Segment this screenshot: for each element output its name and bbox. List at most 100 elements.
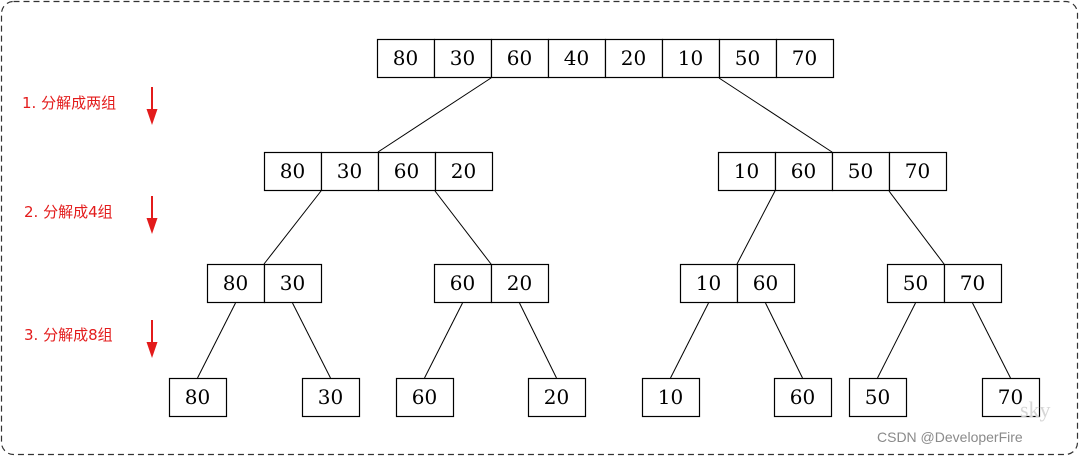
tree-edge — [519, 302, 557, 379]
step-3-label: 3. 分解成8组 — [24, 326, 113, 344]
step-2: 2. 分解成4组 — [24, 196, 158, 234]
cell-value: 30 — [337, 159, 362, 183]
tree-edge — [877, 302, 916, 379]
array-cell — [661, 38, 721, 79]
tree-edge — [670, 302, 709, 379]
array-cell — [433, 38, 493, 79]
cell-value: 20 — [507, 271, 532, 295]
cell-value: 30 — [280, 271, 305, 295]
cell-value: 60 — [753, 271, 778, 295]
cell-value: 50 — [865, 385, 890, 409]
array-cell — [775, 38, 835, 79]
cell-value: 80 — [185, 385, 210, 409]
array-cell — [168, 377, 228, 418]
cell-value: 70 — [792, 46, 817, 70]
array-group: 80 30 — [206, 263, 323, 304]
tree-edge — [736, 190, 776, 265]
step-1: 1. 分解成两组 — [22, 87, 158, 125]
array-group: 60 — [773, 377, 833, 418]
cell-value: 80 — [280, 159, 305, 183]
cell-value: 10 — [734, 159, 759, 183]
cell-value: 60 — [412, 385, 437, 409]
step-legend: 1. 分解成两组 2. 分解成4组 3. 分解成8组 — [22, 87, 158, 358]
step-2-label: 2. 分解成4组 — [24, 203, 113, 221]
tree-edge — [263, 190, 322, 265]
array-cell — [547, 38, 607, 79]
csdn-watermark: CSDN @DeveloperFire — [877, 429, 1023, 445]
array-groups: 80 30 60 40 20 10 50 70 80 30 60 20 10 60 50 70 80 30 60 20… — [168, 38, 1041, 418]
array-group: 50 — [848, 377, 908, 418]
tree-edge — [197, 302, 236, 379]
cell-value: 60 — [791, 159, 816, 183]
cell-value: 60 — [394, 159, 419, 183]
array-group: 10 60 — [679, 263, 796, 304]
cell-value: 10 — [658, 385, 683, 409]
cell-value: 50 — [903, 271, 928, 295]
arrow-down-icon — [146, 196, 158, 234]
array-cell — [320, 151, 380, 192]
array-cell — [981, 377, 1041, 418]
step-1-label: 1. 分解成两组 — [22, 94, 116, 112]
sky-watermark: sky — [1020, 397, 1051, 422]
array-cell — [490, 263, 550, 304]
cell-value: 40 — [564, 46, 589, 70]
array-cell — [679, 263, 739, 304]
array-cell — [376, 38, 436, 79]
array-group: 30 — [301, 377, 361, 418]
array-cell — [395, 377, 455, 418]
tree-edge — [377, 77, 492, 153]
array-cell — [434, 151, 494, 192]
array-cell — [377, 151, 437, 192]
array-cell — [641, 377, 701, 418]
array-group: 70 — [981, 377, 1041, 418]
tree-edge — [888, 190, 945, 265]
step-3: 3. 分解成8组 — [24, 320, 158, 358]
array-cell — [831, 151, 891, 192]
arrow-down-icon — [146, 87, 158, 125]
array-cell — [301, 377, 361, 418]
cell-value: 60 — [450, 271, 475, 295]
array-cell — [604, 38, 664, 79]
array-cell — [736, 263, 796, 304]
array-cell — [886, 263, 946, 304]
cell-value: 50 — [735, 46, 760, 70]
tree-edge — [424, 302, 463, 379]
array-group: 60 — [395, 377, 455, 418]
array-cell — [527, 377, 587, 418]
array-group: 80 30 60 20 — [263, 151, 494, 192]
array-cell — [943, 263, 1003, 304]
array-cell — [433, 263, 493, 304]
array-group: 80 30 60 40 20 10 50 70 — [376, 38, 835, 79]
tree-edge — [765, 302, 803, 379]
tree-edge — [972, 302, 1011, 379]
cell-value: 30 — [450, 46, 475, 70]
array-cell — [717, 151, 777, 192]
cell-value: 80 — [223, 271, 248, 295]
tree-edges — [197, 77, 1011, 379]
array-cell — [718, 38, 778, 79]
cell-value: 10 — [696, 271, 721, 295]
array-group: 60 20 — [433, 263, 550, 304]
cell-value: 30 — [318, 385, 343, 409]
array-cell — [888, 151, 948, 192]
tree-edge — [434, 190, 492, 265]
cell-value: 80 — [393, 46, 418, 70]
cell-value: 70 — [905, 159, 930, 183]
array-group: 50 70 — [886, 263, 1003, 304]
cell-value: 20 — [451, 159, 476, 183]
arrow-down-icon — [146, 320, 158, 358]
cell-value: 70 — [998, 385, 1023, 409]
cell-value: 20 — [621, 46, 646, 70]
array-cell — [773, 377, 833, 418]
cell-value: 10 — [678, 46, 703, 70]
cell-value: 60 — [790, 385, 815, 409]
array-cell — [263, 263, 323, 304]
cell-value: 70 — [960, 271, 985, 295]
array-group: 10 — [641, 377, 701, 418]
cell-value: 60 — [507, 46, 532, 70]
array-group: 80 — [168, 377, 228, 418]
tree-edge — [292, 302, 331, 379]
